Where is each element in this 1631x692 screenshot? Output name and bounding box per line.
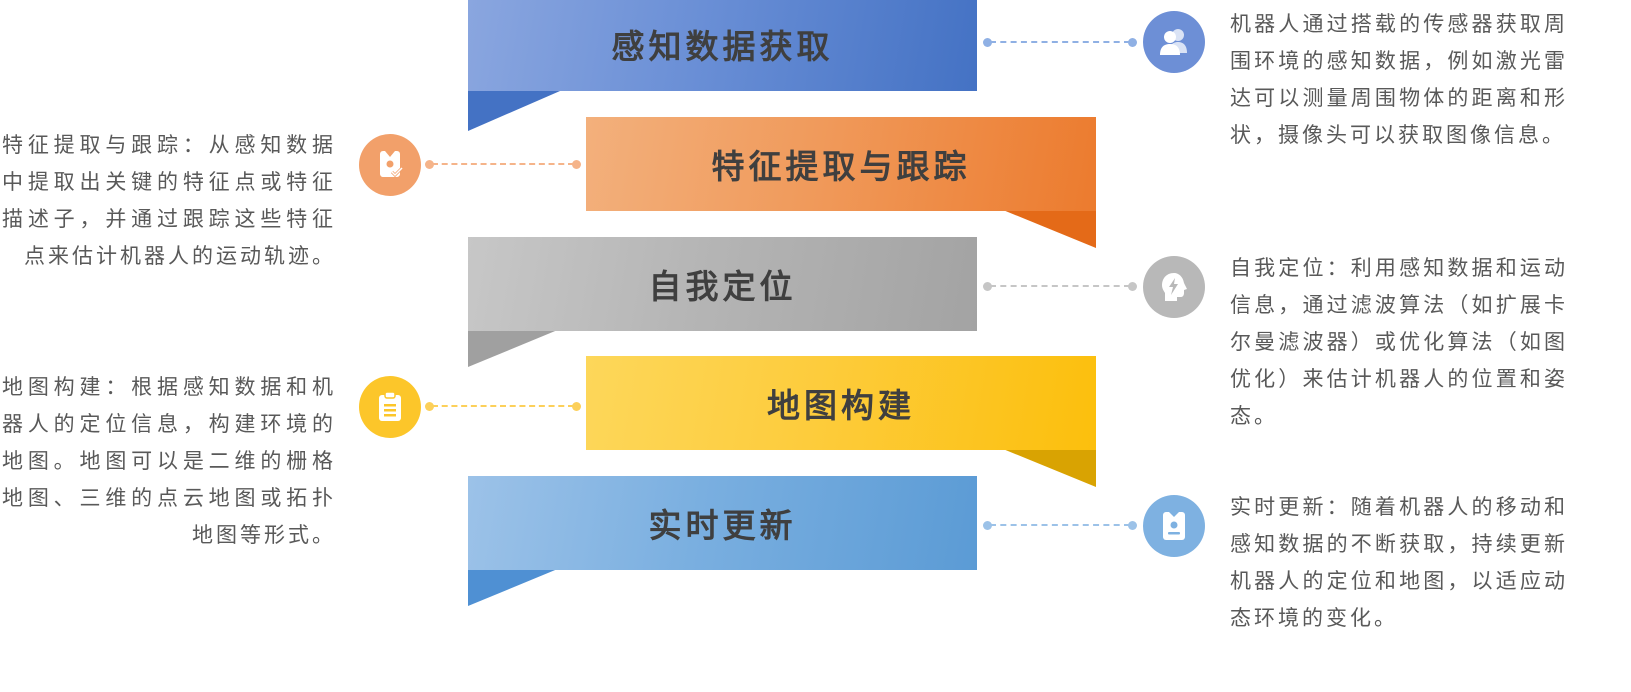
head-bolt-icon xyxy=(1143,256,1205,318)
step-description-realtime-update: 实时更新：随着机器人的移动和感知数据的不断获取，持续更新机器人的定位和地图，以适… xyxy=(1230,495,1568,630)
connector-dot xyxy=(425,160,434,169)
connector-line xyxy=(432,163,574,165)
users-icon xyxy=(1143,11,1205,73)
connector-dot xyxy=(983,282,992,291)
step-title: 自我定位 xyxy=(648,267,797,306)
step-title: 特征提取与跟踪 xyxy=(711,147,971,186)
banner-fold xyxy=(468,91,560,131)
connector-dot xyxy=(572,402,581,411)
banner-fold xyxy=(468,568,560,606)
connector-line xyxy=(432,405,574,407)
connector-line xyxy=(990,41,1130,43)
badge-check-icon xyxy=(359,134,421,196)
banner-fold xyxy=(468,329,560,367)
step-banner-perception: 感知数据获取 xyxy=(468,0,977,91)
step-title: 地图构建 xyxy=(767,386,915,425)
step-banner-mapping: 地图构建 xyxy=(586,356,1096,450)
connector-dot xyxy=(983,38,992,47)
connector-line xyxy=(990,285,1130,287)
connector-dot xyxy=(1128,38,1137,47)
step-banner-localization: 自我定位 xyxy=(468,237,977,331)
connector-dot xyxy=(572,160,581,169)
connector-dot xyxy=(1128,521,1137,530)
step-description-feature-tracking: 特征提取与跟踪：从感知数据中提取出关键的特征点或特征描述子，并通过跟踪这些特征点… xyxy=(2,133,336,268)
step-description-localization: 自我定位：利用感知数据和运动信息，通过滤波算法（如扩展卡尔曼滤波器）或优化算法（… xyxy=(1230,256,1568,428)
connector-line xyxy=(990,524,1130,526)
connector-dot xyxy=(1128,282,1137,291)
step-title: 实时更新 xyxy=(648,506,797,545)
step-banner-feature-tracking: 特征提取与跟踪 xyxy=(586,117,1096,211)
step-description-mapping: 地图构建：根据感知数据和机器人的定位信息，构建环境的地图。地图可以是二维的栅格地… xyxy=(2,375,336,547)
step-banner-realtime-update: 实时更新 xyxy=(468,476,977,570)
id-card-icon xyxy=(1143,495,1205,557)
connector-dot xyxy=(983,521,992,530)
banner-fold xyxy=(1003,210,1096,248)
banner-fold xyxy=(1003,449,1096,487)
step-description-perception: 机器人通过搭载的传感器获取周围环境的感知数据，例如激光雷达可以测量周围物体的距离… xyxy=(1230,12,1568,147)
connector-dot xyxy=(425,402,434,411)
clipboard-icon xyxy=(359,376,421,438)
step-title: 感知数据获取 xyxy=(611,27,834,66)
